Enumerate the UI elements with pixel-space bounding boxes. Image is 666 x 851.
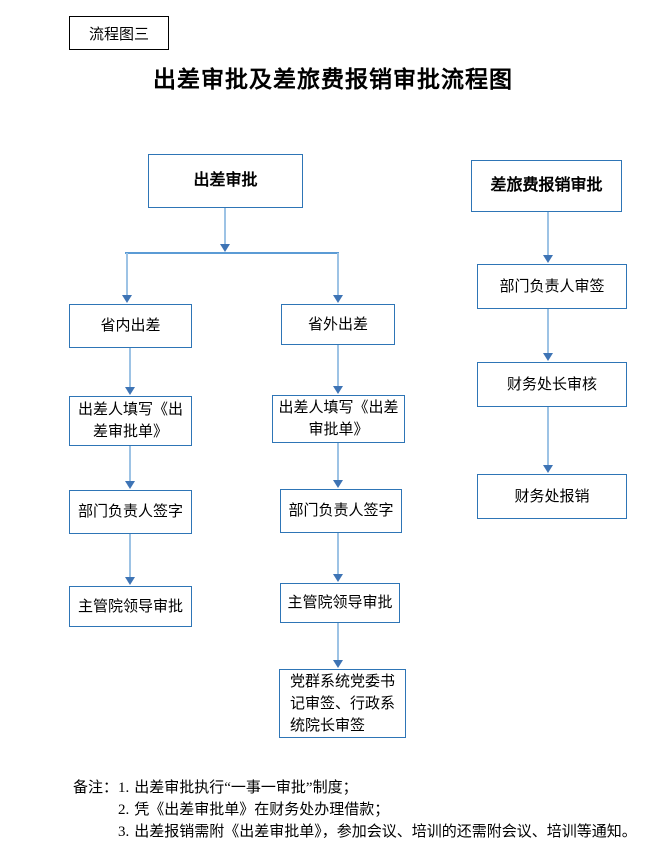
note-item-2: 2. 凭《出差审批单》在财务处办理借款； [118,799,637,821]
arrow-in-province-2 [125,446,135,489]
branch-connector-line [125,252,339,254]
node-out-province-secretary-president-sign: 党群系统党委书记审签、行政系统院长审签 [279,669,406,738]
arrow-split-to-out-province [333,253,343,303]
arrow-out-province-1 [333,345,343,394]
node-trip-approval-root: 出差审批 [148,154,303,208]
notes-label: 备注： [73,780,119,796]
arrow-out-province-2 [333,443,343,488]
node-in-province-dept-head-sign: 部门负责人签字 [69,490,192,534]
node-in-province-fill-form: 出差人填写《出差审批单》 [69,396,192,446]
note-text: 出差报销需附《出差审批单》，参加会议、培训的还需附会议、培训等通知。 [134,824,637,840]
notes-section: 备注： 1. 出差审批执行“一事一审批”制度； 2. 凭《出差审批单》在财务处办… [73,777,653,843]
node-in-province: 省内出差 [69,304,192,348]
node-reimburse-finance-reimburse: 财务处报销 [477,474,627,519]
arrow-reimburse-1 [543,212,553,263]
arrow-split-to-in-province [122,253,132,303]
page-tag-label: 流程图三 [88,26,149,43]
page-tag: 流程图三 [69,16,169,50]
node-out-province-dept-head-sign: 部门负责人签字 [280,489,402,533]
arrow-root-to-split [220,208,230,252]
note-item-1: 1. 出差审批执行“一事一审批”制度； [118,777,637,799]
node-reimburse-root: 差旅费报销审批 [471,160,622,212]
node-out-province-fill-form: 出差人填写《出差审批单》 [272,395,405,443]
note-text: 凭《出差审批单》在财务处办理借款； [134,802,390,818]
node-out-province: 省外出差 [281,304,395,345]
arrow-reimburse-3 [543,407,553,473]
node-in-province-leader-approve: 主管院领导审批 [69,586,192,627]
note-number: 3. [118,824,130,840]
arrow-in-province-1 [125,348,135,395]
node-reimburse-dept-head-sign: 部门负责人审签 [477,264,627,309]
note-number: 2. [118,802,130,818]
note-item-3: 3. 出差报销需附《出差审批单》，参加会议、培训的还需附会议、培训等通知。 [118,821,637,843]
node-out-province-leader-approve: 主管院领导审批 [280,583,400,623]
page-title: 出差审批及差旅费报销审批流程图 [153,67,513,92]
arrow-out-province-4 [333,623,343,668]
note-text: 出差审批执行“一事一审批”制度； [134,780,358,796]
note-number: 1. [118,780,130,796]
node-reimburse-director-review: 财务处长审核 [477,362,627,407]
arrow-out-province-3 [333,533,343,582]
arrow-reimburse-2 [543,309,553,361]
notes-list: 1. 出差审批执行“一事一审批”制度； 2. 凭《出差审批单》在财务处办理借款；… [118,777,637,843]
arrow-in-province-3 [125,534,135,585]
